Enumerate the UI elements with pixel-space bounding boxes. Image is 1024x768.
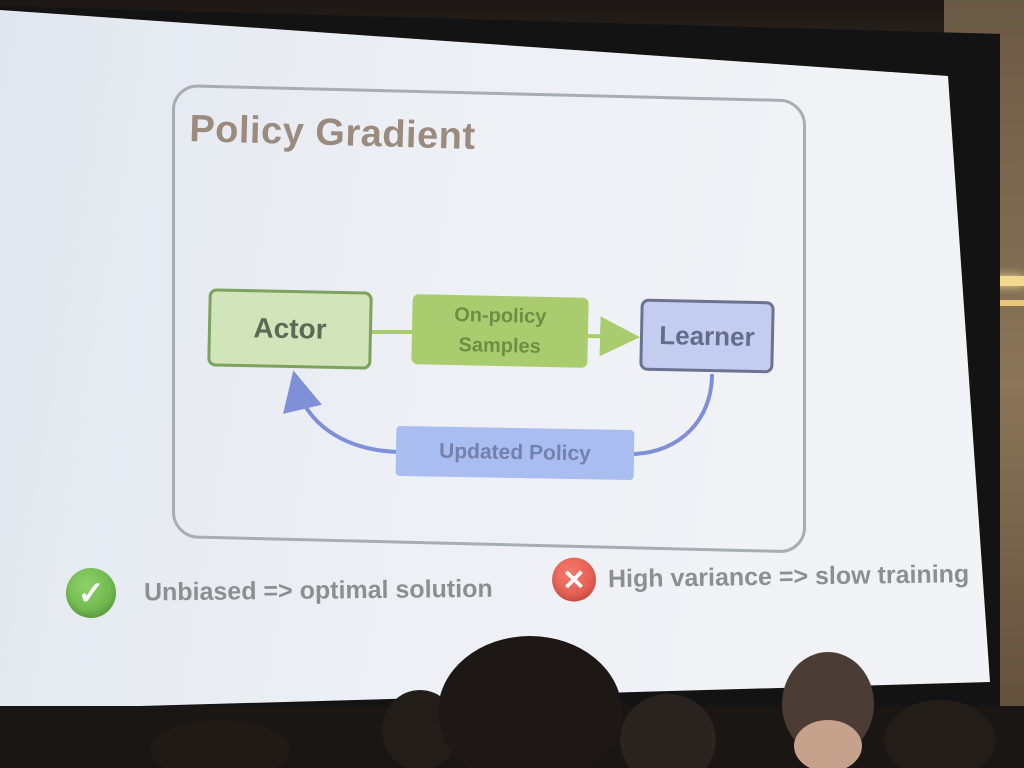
actor-label: Actor [253,312,327,345]
learner-label: Learner [659,319,756,352]
on-policy-samples-node: On-policy Samples [411,294,589,368]
check-icon: ✓ [65,567,117,619]
updated-policy-node: Updated Policy [395,425,635,481]
wall-light-lower [980,300,1024,306]
con-bullet-text: High variance => slow training [607,559,970,593]
cross-icon: ✕ [551,557,597,602]
actor-node: Actor [207,288,373,370]
learner-node: Learner [639,298,775,374]
updated-policy-label: Updated Policy [438,439,592,466]
pro-bullet: ✓ Unbiased => optimal solution [65,564,493,619]
samples-label-line2: Samples [458,334,542,358]
wall-light [980,276,1024,286]
samples-label-line1: On-policy [453,304,547,328]
slide-title: Policy Gradient [188,108,477,158]
pro-bullet-text: Unbiased => optimal solution [143,574,493,606]
con-bullet: ✕ High variance => slow training [551,552,970,602]
